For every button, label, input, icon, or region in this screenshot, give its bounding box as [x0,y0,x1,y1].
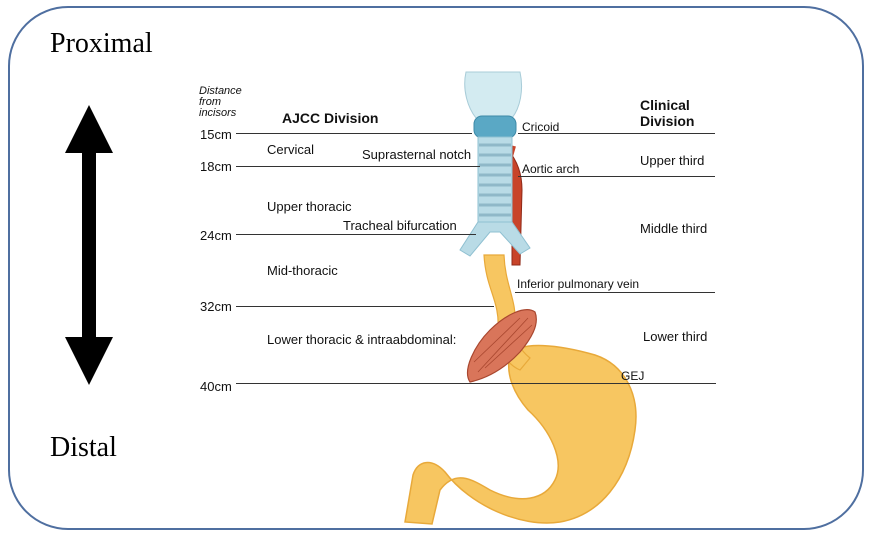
landmark-cricoid: Cricoid [522,120,559,134]
distal-label: Distal [50,432,117,464]
line-aortic-arch [518,176,715,177]
clinical-lower-third: Lower third [643,329,707,344]
landmark-gej: GEJ [621,369,644,383]
line-inferior-pulmonary-vein [515,292,715,293]
distance-15cm: 15cm [200,127,232,142]
ajcc-cervical: Cervical [267,142,314,157]
proximal-distal-arrow [65,105,113,385]
line-18cm [236,166,480,167]
ajcc-lower-thoracic: Lower thoracic & intraabdominal: [267,332,456,347]
distance-24cm: 24cm [200,228,232,243]
ajcc-division-header: AJCC Division [282,110,378,126]
landmark-suprasternal-notch: Suprasternal notch [362,147,471,162]
clinical-upper-third: Upper third [640,153,704,168]
ajcc-mid-thoracic: Mid-thoracic [267,263,338,278]
landmark-tracheal-bifurcation: Tracheal bifurcation [343,218,457,233]
cricoid-shape [474,116,516,138]
larynx-shape [465,72,522,118]
landmark-inferior-pulmonary-vein: Inferior pulmonary vein [517,277,639,291]
ajcc-upper-thoracic: Upper thoracic [267,199,352,214]
trachea-shape [478,137,512,225]
distance-32cm: 32cm [200,299,232,314]
clinical-middle-third: Middle third [640,221,707,236]
line-32cm [236,306,494,307]
clinical-division-header: Clinical Division [640,97,710,129]
proximal-label: Proximal [50,28,153,60]
line-40cm [236,383,716,384]
landmark-aortic-arch: Aortic arch [522,162,579,176]
line-15cm [236,133,472,134]
distance-40cm: 40cm [200,379,232,394]
distance-from-incisors-label: Distance from incisors [199,86,259,119]
stomach-shape [405,346,636,524]
distance-18cm: 18cm [200,159,232,174]
line-24cm [236,234,476,235]
